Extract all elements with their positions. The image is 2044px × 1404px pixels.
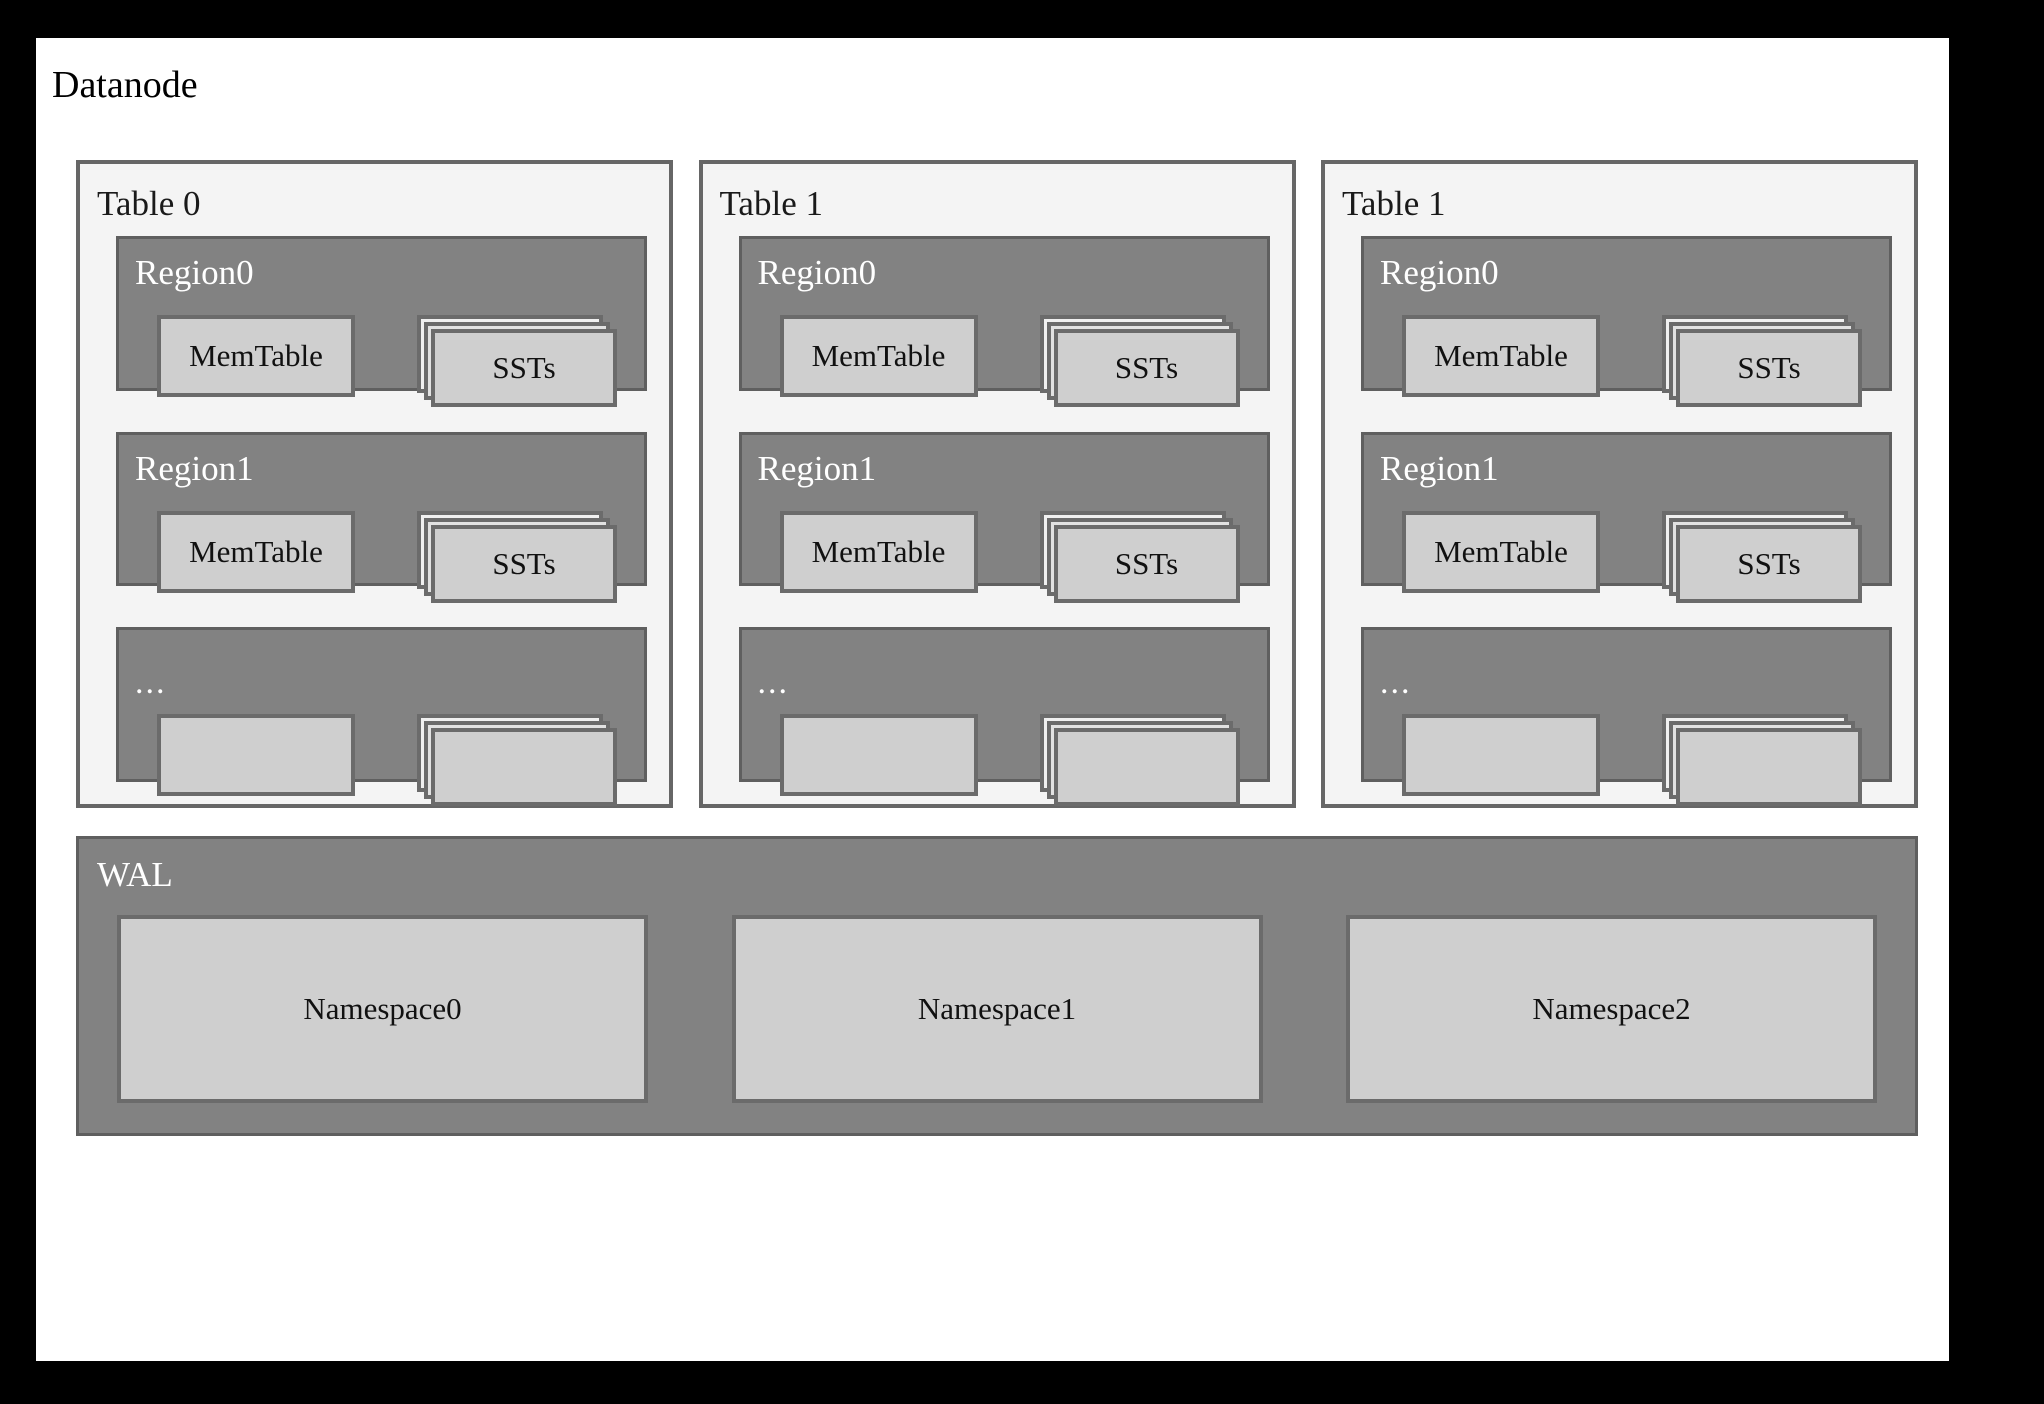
region-body: MemTable SSTs	[1402, 315, 1867, 407]
region-label: Region1	[1380, 448, 1499, 488]
wal-block[interactable]: WAL Namespace0 Namespace1 Namespace2	[76, 836, 1918, 1136]
memtable-box[interactable]	[1402, 714, 1600, 797]
ssts-stack[interactable]: SSTs	[417, 510, 617, 603]
sst-layer-front: SSTs	[1053, 524, 1240, 603]
region-label: Region1	[135, 448, 254, 488]
region-label: Region0	[135, 253, 254, 292]
sst-layer-front: SSTs	[1676, 329, 1862, 407]
region-block[interactable]: Region1 MemTable SSTs	[116, 431, 647, 603]
table-label: Table 1	[719, 184, 823, 223]
sst-layer-front	[1676, 728, 1862, 807]
datanode-diagram-canvas: Datanode Table 0 Region0 MemTable SSTs	[36, 38, 1949, 1361]
region-body	[157, 714, 622, 807]
wal-label: WAL	[97, 855, 173, 894]
region-body: MemTable SSTs	[779, 510, 1245, 603]
region-list: Region0 MemTable SSTs Region1 MemTable	[116, 236, 647, 807]
table-panel-0[interactable]: Table 0 Region0 MemTable SSTs Region1	[76, 160, 673, 808]
region-block-ellipsis[interactable]: ...	[738, 627, 1270, 807]
sst-layer-front: SSTs	[1053, 329, 1240, 407]
region-label: Region1	[757, 448, 877, 488]
region-list: Region0 MemTable SSTs Region1 MemTable	[738, 236, 1270, 807]
table-panel-1[interactable]: Table 1 Region0 MemTable SSTs Region1	[698, 160, 1296, 808]
region-block-ellipsis[interactable]: ...	[116, 627, 647, 807]
region-label: Region0	[757, 253, 877, 292]
namespace-box[interactable]: Namespace2	[1346, 915, 1877, 1103]
region-body: MemTable SSTs	[157, 510, 622, 603]
region-ellipsis-label: ...	[135, 664, 167, 702]
memtable-box[interactable]	[157, 714, 355, 797]
sst-layer-front	[431, 728, 617, 807]
region-ellipsis-label: ...	[757, 664, 789, 702]
region-block-ellipsis[interactable]: ...	[1361, 627, 1892, 807]
memtable-box[interactable]: MemTable	[779, 510, 978, 593]
region-body: MemTable SSTs	[157, 315, 622, 407]
memtable-box[interactable]: MemTable	[157, 510, 355, 593]
region-list: Region0 MemTable SSTs Region1 MemTable	[1361, 236, 1892, 807]
tables-row: Table 0 Region0 MemTable SSTs Region1	[76, 160, 1918, 808]
ssts-stack[interactable]	[1662, 714, 1862, 807]
region-body	[1402, 714, 1867, 807]
ssts-stack[interactable]: SSTs	[417, 315, 617, 407]
region-body: MemTable SSTs	[1402, 510, 1867, 603]
table-panel-2[interactable]: Table 1 Region0 MemTable SSTs Region1	[1321, 160, 1918, 808]
ssts-stack[interactable]: SSTs	[1039, 315, 1240, 407]
memtable-box[interactable]	[779, 714, 978, 797]
namespace-box[interactable]: Namespace1	[731, 915, 1263, 1103]
region-block[interactable]: Region0 MemTable SSTs	[1361, 236, 1892, 407]
namespace-list: Namespace0 Namespace1 Namespace2	[117, 915, 1877, 1103]
region-label: Region0	[1380, 253, 1499, 292]
region-block[interactable]: Region0 MemTable SSTs	[738, 236, 1270, 407]
ssts-stack[interactable]	[1039, 714, 1240, 807]
sst-layer-front: SSTs	[1676, 524, 1862, 603]
ssts-stack[interactable]: SSTs	[1662, 315, 1862, 407]
table-label: Table 1	[1342, 184, 1446, 223]
region-block[interactable]: Region1 MemTable SSTs	[1361, 431, 1892, 603]
region-ellipsis-label: ...	[1380, 664, 1412, 702]
memtable-box[interactable]: MemTable	[779, 315, 978, 397]
sst-layer-front	[1053, 728, 1240, 807]
page-title: Datanode	[52, 64, 198, 106]
memtable-box[interactable]: MemTable	[1402, 510, 1600, 593]
memtable-box[interactable]: MemTable	[157, 315, 355, 397]
ssts-stack[interactable]: SSTs	[1039, 510, 1240, 603]
namespace-box[interactable]: Namespace0	[117, 915, 648, 1103]
sst-layer-front: SSTs	[431, 329, 617, 407]
region-body: MemTable SSTs	[779, 315, 1245, 407]
region-block[interactable]: Region0 MemTable SSTs	[116, 236, 647, 407]
memtable-box[interactable]: MemTable	[1402, 315, 1600, 397]
sst-layer-front: SSTs	[431, 524, 617, 603]
region-block[interactable]: Region1 MemTable SSTs	[738, 431, 1270, 603]
region-body	[779, 714, 1245, 807]
ssts-stack[interactable]: SSTs	[1662, 510, 1862, 603]
ssts-stack[interactable]	[417, 714, 617, 807]
table-label: Table 0	[97, 184, 201, 223]
